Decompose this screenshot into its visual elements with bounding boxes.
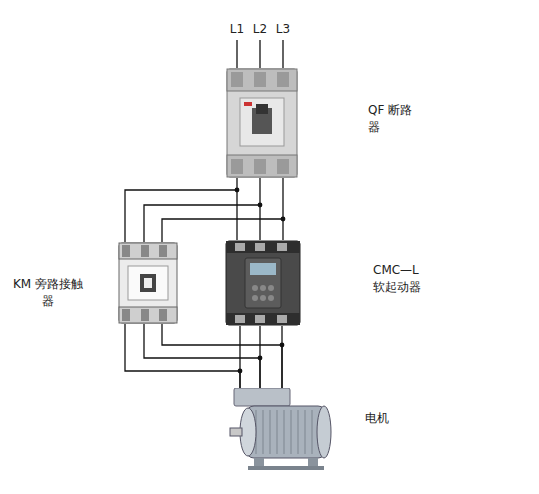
device-label: QF 断路器: [368, 102, 414, 136]
device-label: KM 旁路接触器: [12, 276, 84, 310]
circuit-breaker-drawing: [226, 68, 298, 178]
device-label: CMC—L 软起动器: [373, 262, 429, 296]
bypass-contactor-drawing: [118, 242, 178, 324]
circuit-breaker: QF 断路器: [226, 68, 298, 178]
three-phase-wire: [125, 188, 285, 242]
supply-lines: [237, 40, 283, 68]
motor-drawing: [228, 388, 332, 472]
phase-label: L1: [227, 22, 247, 36]
soft-starter-drawing: [225, 240, 301, 326]
soft-starter: CMC—L 软起动器: [225, 240, 301, 326]
three-phase-wire: [237, 178, 283, 240]
three-phase-wire: [125, 324, 284, 388]
phase-label: L3: [273, 22, 293, 36]
device-label: 电机: [365, 410, 405, 427]
phase-label: L2: [250, 22, 270, 36]
three-phase-wire: [240, 326, 282, 388]
bypass-contactor: KM 旁路接触器: [118, 242, 178, 324]
motor: 电机: [228, 388, 332, 472]
